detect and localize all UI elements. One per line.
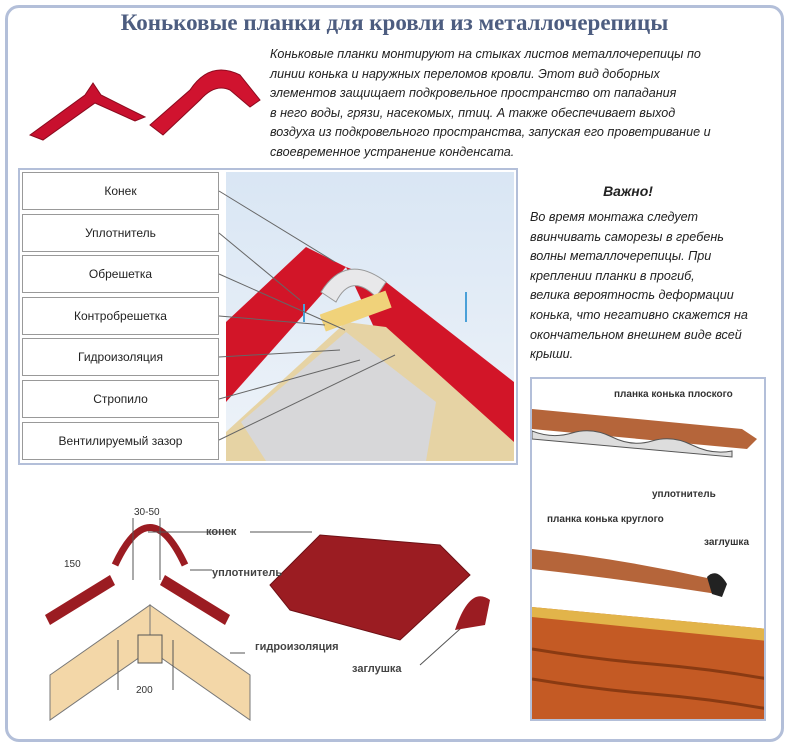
layer-label: Уплотнитель [22,213,219,252]
layer-labels: Конек Уплотнитель Обрешетка Контробрешет… [22,172,219,463]
label-end-cap: заглушка [352,663,402,675]
important-heading: Важно! [603,183,653,199]
label-round-ridge: планка конька круглого [547,514,664,525]
layer-label: Конек [22,172,219,210]
label-cap: заглушка [704,537,749,548]
ridge-products-illustration [28,69,261,141]
roof-section-render [226,172,514,461]
ridge-photo-panel: планка конька плоского уплотнитель планк… [530,377,766,721]
layer-label: Обрешетка [22,255,219,294]
intro-text: Коньковые планки монтируют на стыках лис… [270,47,711,159]
page-title: Коньковые планки для кровли из металлоче… [120,10,669,35]
layer-label: Контробрешетка [22,296,219,335]
layer-label: Вентилируемый зазор [22,421,219,460]
label-flat-ridge: планка конька плоского [614,389,733,400]
label-seal-diagram: уплотнитель [212,567,283,579]
dim-top: 30-50 [134,507,160,518]
infographic-frame [5,5,784,742]
dim-side: 150 [64,559,81,570]
flat-ridge-plank [28,82,147,141]
label-waterproofing: гидроизоляция [255,641,339,653]
ridge-photos [532,409,764,719]
label-ridge: конек [206,526,237,538]
dim-bottom: 200 [136,685,153,696]
ridge-cross-section-diagram: 30-50 150 200 [45,507,490,721]
label-seal: уплотнитель [652,489,716,500]
layer-label: Гидроизоляция [22,338,219,377]
layer-label: Стропило [22,379,219,418]
round-ridge-plank [149,69,261,136]
